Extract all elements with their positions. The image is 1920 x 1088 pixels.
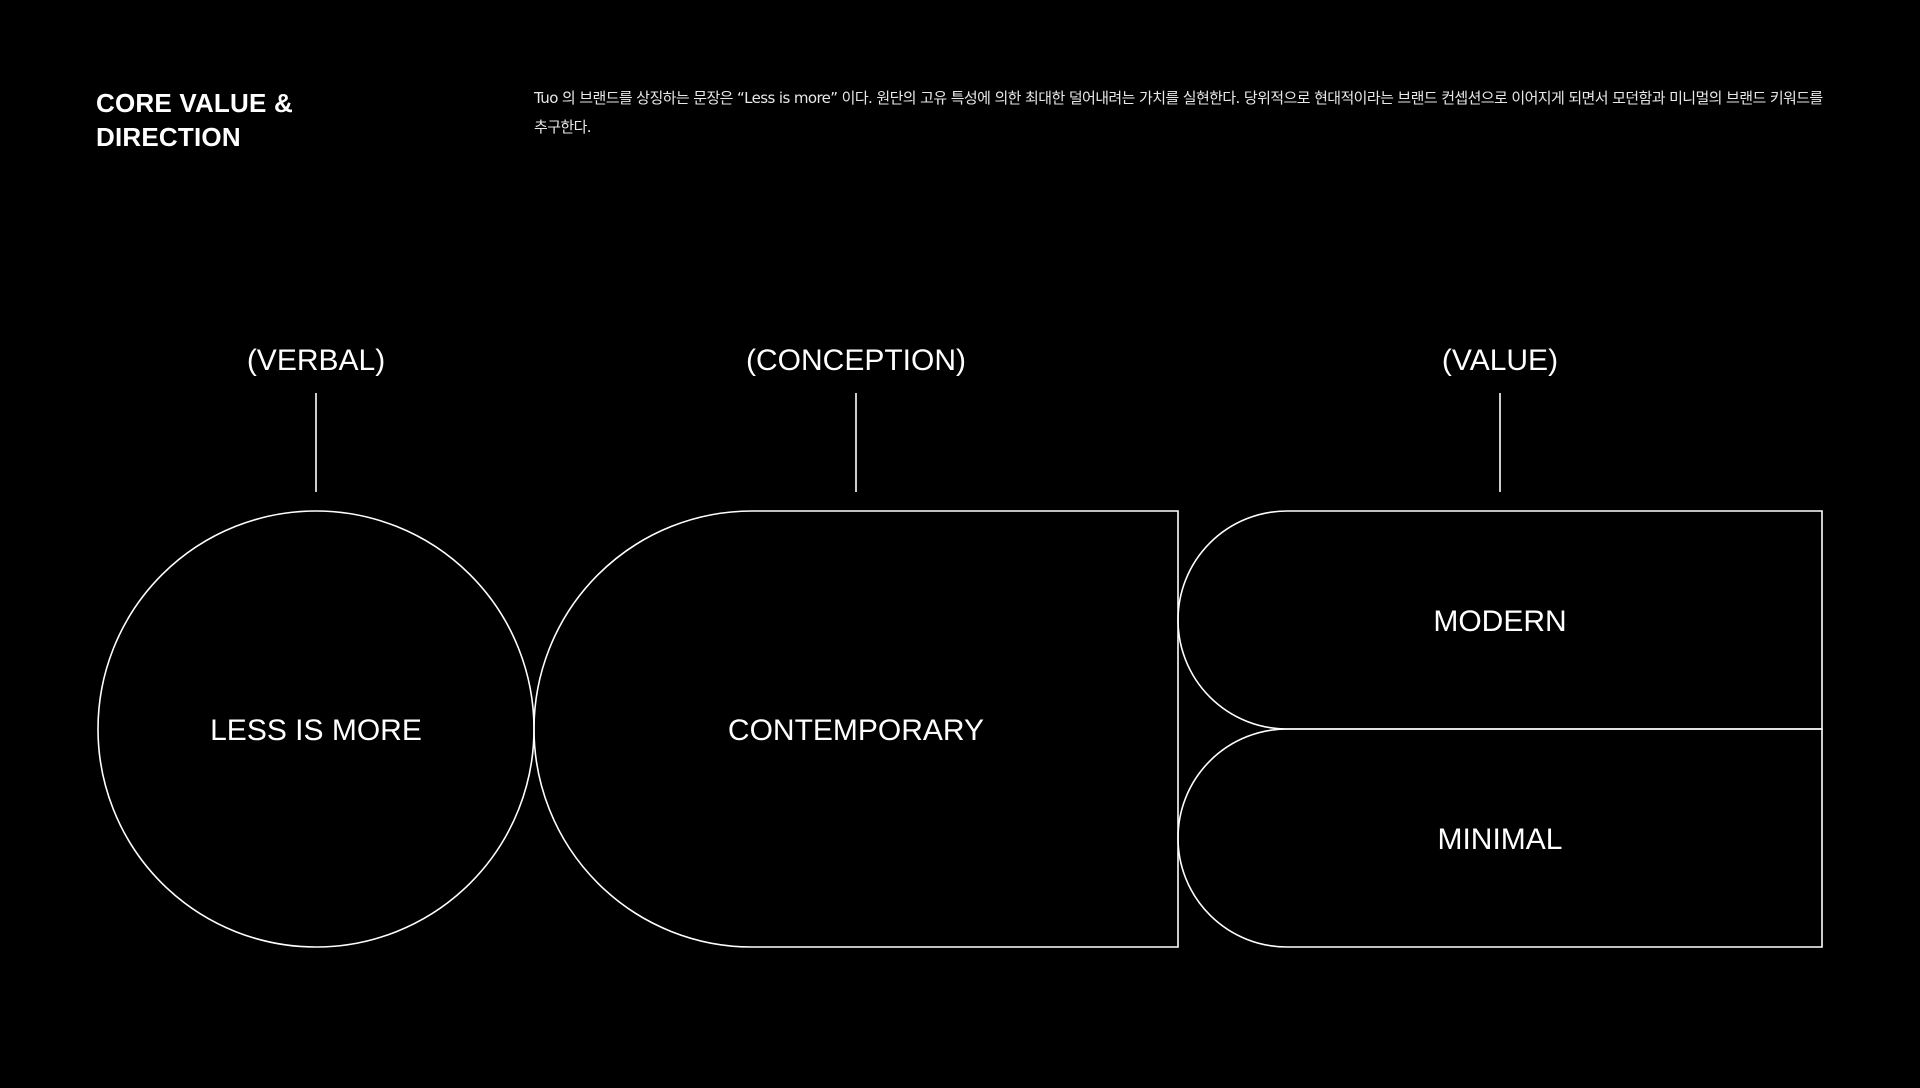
value-bottom-text: MINIMAL — [1437, 823, 1562, 856]
intro-paragraph: Tuo 의 브랜드를 상징하는 문장은 “Less is more” 이다. 원… — [534, 89, 1823, 136]
value-bottom-shape — [1177, 728, 1823, 948]
page-title: CORE VALUE & DIRECTION — [96, 88, 293, 152]
category-label-value: (VALUE) — [1442, 344, 1558, 377]
value-top-shape — [1177, 510, 1823, 730]
category-label-verbal: (VERBAL) — [247, 344, 385, 377]
category-label-conception: (CONCEPTION) — [746, 344, 966, 377]
conception-shape — [533, 510, 1179, 948]
verbal-circle-text: LESS IS MORE — [210, 714, 422, 747]
conception-text: CONTEMPORARY — [728, 714, 984, 747]
value-top-text: MODERN — [1433, 605, 1566, 638]
